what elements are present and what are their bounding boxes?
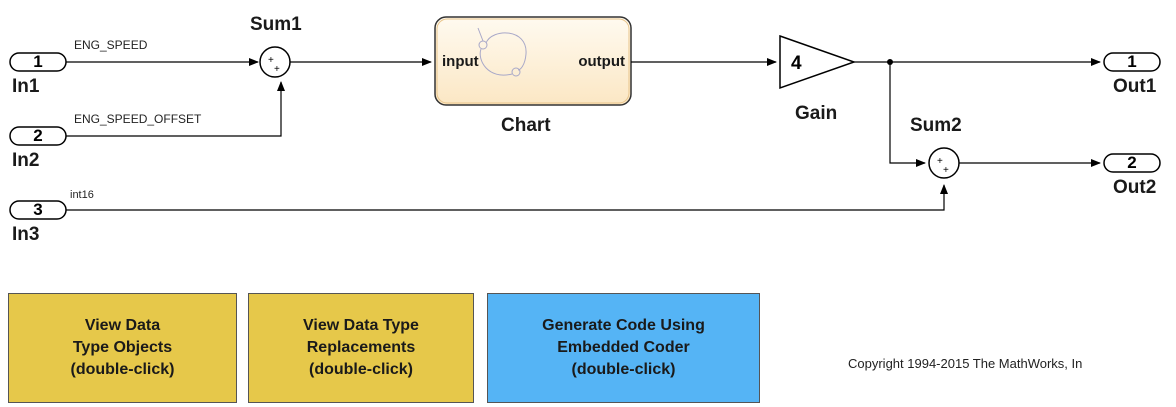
button-line: (double-click): [308, 361, 413, 378]
view-data-type-objects-button[interactable]: View Data Type Objects (double-click): [8, 293, 237, 403]
gain-block[interactable]: 4: [779, 34, 857, 90]
signal-label-eng-speed: ENG_SPEED: [74, 38, 148, 52]
sum1-name: Sum1: [250, 14, 302, 35]
inport-1-block[interactable]: 1: [9, 52, 67, 72]
stateflow-icon: [477, 27, 527, 77]
signal-line-int16[interactable]: [66, 184, 948, 211]
signal-line-eng-speed-offset[interactable]: [66, 81, 285, 137]
outport-1-name: Out1: [1113, 76, 1157, 97]
sum2-block[interactable]: + +: [928, 147, 960, 179]
button-line: (double-click): [571, 361, 676, 378]
button-line: View Data Type: [303, 317, 419, 334]
signal-line-branch-to-sum2[interactable]: [889, 62, 926, 167]
button-line: Type Objects: [72, 339, 173, 356]
chart-output-port-label: output: [578, 53, 625, 70]
inport-3-block[interactable]: 3: [9, 200, 67, 220]
inport-3-name: In3: [12, 224, 40, 245]
svg-text:+: +: [268, 55, 274, 66]
button-line: Embedded Coder: [557, 339, 690, 356]
copyright-text: Copyright 1994-2015 The MathWorks, In: [848, 356, 1083, 371]
outport-2-block[interactable]: 2: [1103, 153, 1161, 173]
gain-value: 4: [791, 53, 802, 74]
chart-name: Chart: [501, 115, 551, 136]
generate-code-button[interactable]: Generate Code Using Embedded Coder (doub…: [487, 293, 760, 403]
chart-input-port-label: input: [442, 53, 479, 70]
button-line: Generate Code Using: [542, 317, 705, 334]
inport-1-name: In1: [12, 76, 40, 97]
inport-3-number: 3: [33, 200, 42, 219]
button-line: (double-click): [70, 361, 175, 378]
inport-1-number: 1: [33, 52, 42, 71]
inport-2-number: 2: [33, 126, 42, 145]
button-line: View Data: [84, 317, 161, 334]
chart-block[interactable]: input output: [434, 16, 632, 106]
svg-text:+: +: [274, 64, 280, 75]
view-data-type-replacements-button[interactable]: View Data Type Replacements (double-clic…: [248, 293, 474, 403]
signal-label-eng-speed-offset: ENG_SPEED_OFFSET: [74, 112, 202, 126]
svg-text:+: +: [943, 165, 949, 176]
svg-text:+: +: [937, 156, 943, 167]
outport-2-number: 2: [1127, 153, 1136, 172]
outport-1-block[interactable]: 1: [1103, 52, 1161, 72]
sum1-block[interactable]: + +: [259, 46, 291, 78]
button-line: Replacements: [306, 339, 416, 356]
outport-1-number: 1: [1127, 52, 1136, 71]
gain-name: Gain: [795, 103, 838, 124]
inport-2-name: In2: [12, 150, 40, 171]
sum2-name: Sum2: [910, 115, 962, 136]
signal-label-int16: int16: [70, 189, 94, 201]
inport-2-block[interactable]: 2: [9, 126, 67, 146]
outport-2-name: Out2: [1113, 177, 1157, 198]
